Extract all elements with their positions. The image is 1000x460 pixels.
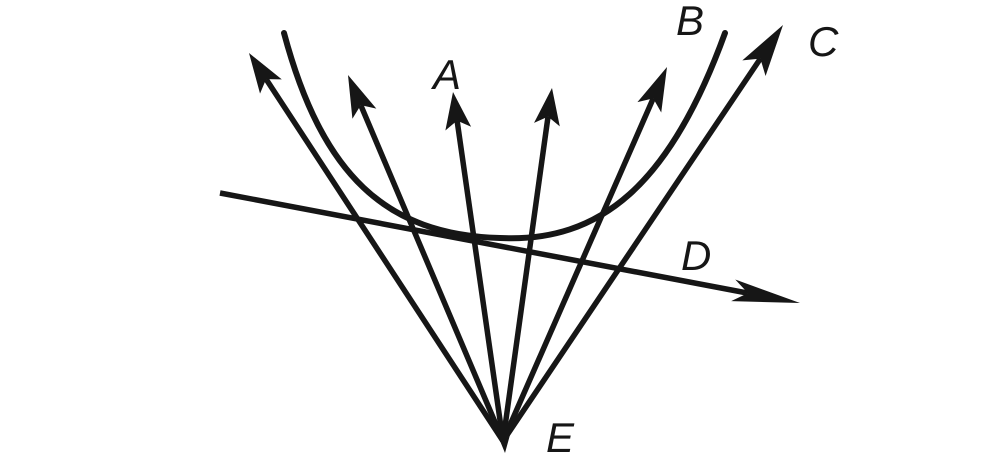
label-d: D bbox=[681, 232, 711, 279]
ray-right-inner-shaft bbox=[500, 116, 551, 442]
tangent-line-d bbox=[219, 190, 800, 303]
ray-left-outer-head bbox=[249, 53, 282, 94]
label-c: C bbox=[808, 18, 839, 65]
rays-group bbox=[249, 25, 783, 443]
label-b: B bbox=[676, 0, 704, 44]
ray-A-head bbox=[445, 92, 472, 131]
label-e: E bbox=[546, 414, 575, 460]
ray-A-shaft bbox=[454, 120, 506, 442]
labels-group: A B C D E bbox=[430, 0, 839, 460]
ray-left-inner-head bbox=[348, 75, 377, 119]
ray-right-inner-head bbox=[534, 88, 560, 127]
line-d-head bbox=[731, 279, 800, 303]
ray-C-head bbox=[742, 25, 783, 76]
ray-left-outer-shaft bbox=[263, 77, 506, 443]
ray-C-shaft bbox=[500, 57, 763, 443]
vertex-e-wedge bbox=[493, 424, 513, 453]
ray-right-mid-head bbox=[637, 67, 667, 113]
line-d-shaft bbox=[219, 190, 749, 296]
ray-right-mid-shaft bbox=[500, 97, 656, 443]
curve-b bbox=[281, 30, 728, 242]
ray-left-inner-shaft bbox=[358, 104, 506, 443]
label-a: A bbox=[430, 51, 461, 98]
